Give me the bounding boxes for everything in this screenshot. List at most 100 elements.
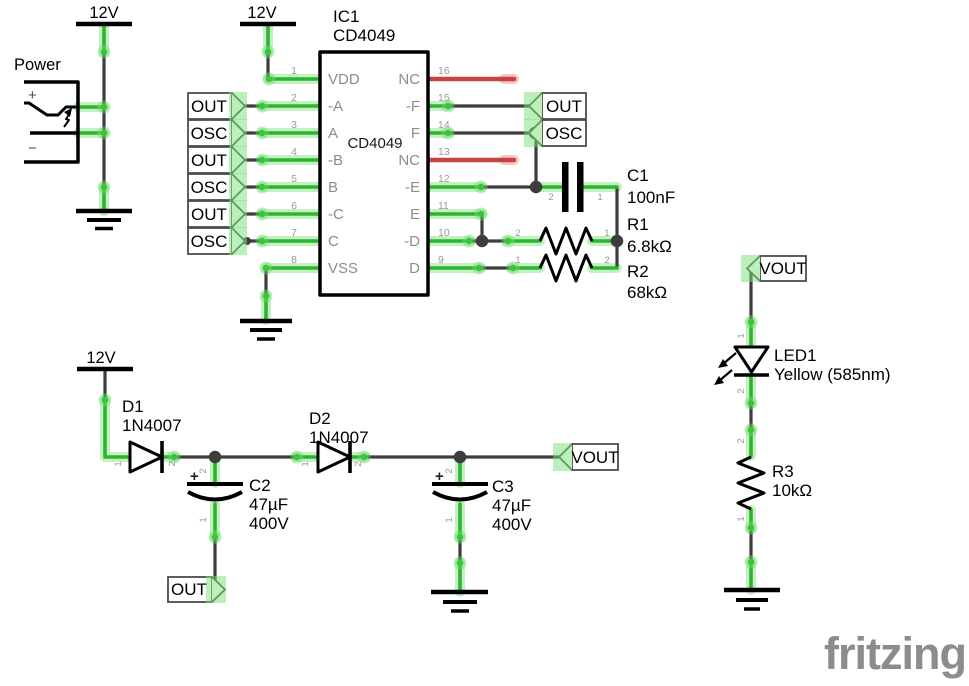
c2-value: 47µF — [249, 495, 288, 514]
net-label-text: VOUT — [759, 259, 806, 278]
led-terminal-2: 2 — [736, 388, 747, 393]
net-label-osc-pin5[interactable]: OSC — [187, 173, 247, 201]
power-connector-label: Power — [14, 56, 61, 74]
resistor-r1[interactable]: 2 1 R1 6.8kΩ — [515, 215, 671, 256]
wires[interactable] — [73, 22, 758, 597]
resistor-r2[interactable]: 1 2 R2 68kΩ — [515, 253, 667, 302]
net-label-osc-pin14[interactable]: OSC — [524, 119, 587, 147]
ic-ref: IC1 — [333, 7, 359, 26]
pin-name-nc13: NC — [398, 152, 420, 169]
net-label-vout-bottom[interactable]: VOUT — [553, 443, 619, 471]
net-label-out-pin6[interactable]: OUT — [187, 200, 247, 228]
net-label-osc-pin3[interactable]: OSC — [187, 119, 247, 147]
ground-vss — [240, 318, 292, 341]
diode-d1[interactable]: D1 1N4007 1 2 — [113, 397, 182, 474]
ic-cd4049[interactable]: IC1 CD4049 CD4049 VDD -A A -B B -C C VSS… — [291, 7, 450, 297]
c1-value: 100nF — [627, 188, 675, 207]
pin-name-f: F — [411, 125, 420, 142]
pin-name--a: -A — [328, 98, 343, 115]
pin-num-11: 11 — [438, 200, 449, 212]
pin-num-7: 7 — [291, 227, 297, 239]
net-label-out-pin2[interactable]: OUT — [187, 92, 247, 120]
net-label-vout-led[interactable]: VOUT — [741, 255, 807, 282]
nc-wires[interactable] — [425, 76, 517, 163]
wire-endpoints — [100, 48, 755, 567]
c3-terminal-1: 1 — [444, 517, 455, 522]
c3-plus: + — [435, 468, 444, 485]
c3-rating: 400V — [492, 515, 532, 534]
r3-terminal-2: 2 — [736, 438, 747, 443]
led1-ref: LED1 — [774, 346, 817, 365]
net-label-text: VOUT — [571, 448, 618, 467]
pin-num-10: 10 — [438, 227, 450, 239]
c3-terminal-2: 2 — [444, 468, 455, 473]
r3-zigzag — [736, 455, 766, 511]
pin-num-1: 1 — [291, 65, 297, 77]
pin-name-vss: VSS — [328, 260, 358, 277]
net-label-osc-pin7[interactable]: OSC — [187, 227, 247, 255]
led-emission-arrow-2-head — [714, 376, 724, 385]
pin-num-16: 16 — [438, 65, 450, 77]
r1-terminal-1: 1 — [604, 228, 609, 239]
d1-value: 1N4007 — [122, 416, 182, 435]
rail-label: 12V — [89, 4, 118, 22]
c2-terminal-2: 2 — [198, 468, 209, 473]
power-rail-3[interactable]: 12V — [77, 349, 133, 372]
rail-label: 12V — [86, 349, 115, 367]
d2-ref: D2 — [309, 409, 331, 428]
net-label-text: OSC — [546, 124, 583, 143]
led-led1[interactable]: 1 2 LED1 Yellow (585nm) — [714, 333, 891, 394]
pin-num-13: 13 — [438, 146, 450, 158]
pin-name-vdd: VDD — [328, 71, 360, 88]
pin-name-nc16: NC — [398, 71, 420, 88]
net-label-text: OUT — [191, 97, 227, 116]
connector-center-pin — [24, 101, 78, 117]
d1-terminal-2: 2 — [167, 461, 178, 466]
fritzing-watermark: fritzing — [824, 628, 966, 679]
c1-plate-right — [577, 162, 584, 212]
capacitor-c3[interactable]: + 2 1 C3 47µF 400V — [432, 468, 532, 534]
net-label-text: OUT — [191, 151, 227, 170]
pin-name-b: B — [328, 179, 338, 196]
pin-name-a: A — [328, 125, 338, 142]
net-label-text: OSC — [191, 124, 228, 143]
c1-ref: C1 — [627, 166, 649, 185]
power-connector[interactable]: Power + − — [14, 56, 80, 164]
pin-num-3: 3 — [291, 119, 297, 131]
pin-num-9: 9 — [438, 254, 444, 266]
resistor-r3[interactable]: 2 1 R3 10kΩ — [736, 438, 812, 521]
net-label-text: OUT — [546, 97, 582, 116]
led1-value: Yellow (585nm) — [774, 365, 891, 384]
capacitor-c2[interactable]: + 2 1 C2 47µF 400V — [187, 468, 289, 533]
ic-inner-label: CD4049 — [347, 135, 402, 152]
r3-ref: R3 — [772, 462, 794, 481]
power-rail-1[interactable]: 12V — [76, 4, 132, 27]
net-label-out-pin15[interactable]: OUT — [524, 92, 587, 120]
diode-d2[interactable]: D2 1N4007 1 2 — [300, 409, 369, 474]
net-label-text: OUT — [191, 205, 227, 224]
net-label-out-pin4[interactable]: OUT — [187, 146, 247, 174]
c2-rating: 400V — [249, 514, 289, 533]
d2-value: 1N4007 — [309, 428, 369, 447]
led-terminal-1: 1 — [736, 333, 747, 338]
r2-ref: R2 — [627, 262, 649, 281]
pin-num-6: 6 — [291, 200, 297, 212]
net-label-out-bottom[interactable]: OUT — [167, 576, 227, 603]
capacitor-c1[interactable]: 2 1 C1 100nF — [548, 162, 675, 212]
c3-value: 47µF — [492, 496, 531, 515]
pin-name--b: -B — [328, 152, 343, 169]
led-triangle — [733, 345, 770, 374]
connector-outline — [24, 80, 80, 164]
ground-r3 — [724, 587, 780, 611]
pin-num-15: 15 — [438, 92, 450, 104]
ic-body[interactable] — [318, 50, 430, 297]
power-rail-2[interactable]: 12V — [240, 4, 296, 27]
pin-num-5: 5 — [291, 173, 297, 185]
r1-value: 6.8kΩ — [627, 237, 672, 256]
pin-num-12: 12 — [438, 173, 450, 185]
nc-wire-glow — [499, 74, 519, 165]
r1-ref: R1 — [627, 215, 649, 234]
wires-green[interactable] — [76, 25, 753, 594]
pin-num-4: 4 — [291, 146, 297, 158]
